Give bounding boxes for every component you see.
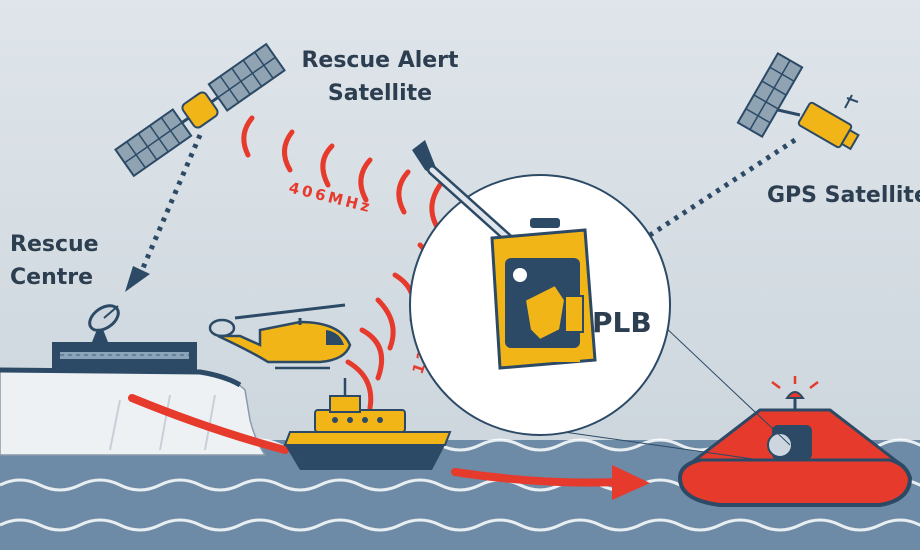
rescue-centre-building <box>52 342 197 370</box>
satellite-to-centre-arrow <box>125 134 203 292</box>
rescue-route-arrows <box>128 394 650 500</box>
plb-label: PLB <box>592 306 652 339</box>
cliff <box>0 367 267 456</box>
plb-device-icon <box>412 140 597 370</box>
rescue-centre-label-line2: Centre <box>10 265 93 290</box>
gps-satellite-icon <box>736 51 860 151</box>
gps-satellite-label: GPS Satellite <box>767 183 920 208</box>
signal-waves-406 <box>241 115 443 228</box>
rescue-alert-satellite-icon <box>114 42 286 178</box>
lifeboat-icon <box>283 378 452 470</box>
helicopter-icon <box>208 303 352 370</box>
satellite-dish-icon <box>88 304 120 342</box>
rescue-alert-satellite-label-line1: Rescue Alert <box>301 48 459 73</box>
life-raft-icon <box>677 376 913 507</box>
rescue-alert-satellite-label-line2: Satellite <box>328 81 432 106</box>
rescue-centre-label-line1: Rescue <box>10 232 99 257</box>
